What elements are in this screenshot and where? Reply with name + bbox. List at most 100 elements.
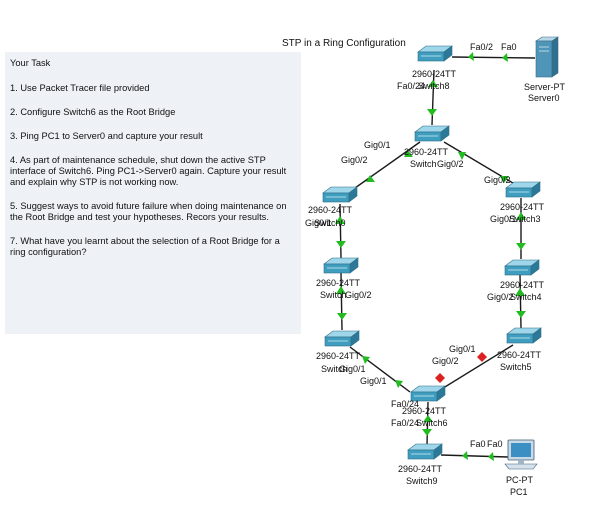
port-blocked-indicator xyxy=(435,373,445,383)
server0-name-label: Server0 xyxy=(528,93,560,103)
port-label: Gig0/2 xyxy=(484,175,511,185)
link-sw8-top[interactable] xyxy=(431,69,435,126)
task-item-5: 5. Suggest ways to avoid future failure … xyxy=(10,201,287,222)
switch3-device[interactable] xyxy=(505,181,541,198)
port-up-indicator xyxy=(515,288,525,296)
switch-icon xyxy=(324,330,360,347)
switch8-name-label: Switch8 xyxy=(418,81,450,91)
switch6-model-label: 2960-24TT xyxy=(402,406,447,416)
port-label: Gig0/1 xyxy=(339,364,366,374)
port-label: Fa0 xyxy=(501,42,517,52)
switch0-device[interactable] xyxy=(322,186,358,203)
port-label: Gig0/2 xyxy=(345,290,372,300)
task-item-3: 3. Ping PC1 to Server0 and capture your … xyxy=(10,131,203,141)
port-up-indicator xyxy=(422,429,432,436)
link-leftlower-leftbottom[interactable] xyxy=(340,272,343,331)
switch-top-name-label: Switch xyxy=(410,159,437,169)
port-label: Gig0/2 xyxy=(432,356,459,366)
switch-icon xyxy=(407,443,443,460)
switch-left-lower-device[interactable] xyxy=(323,257,359,274)
switch0-name-label: Switch0 xyxy=(314,218,346,228)
link-top-leftupper[interactable] xyxy=(354,141,421,189)
port-up-indicator xyxy=(468,52,474,61)
switch-icon xyxy=(506,327,542,344)
link-sw4-sw5[interactable] xyxy=(519,274,522,329)
port-label: Gig0/2 xyxy=(341,155,368,165)
port-up-indicator xyxy=(502,53,508,62)
pc-icon xyxy=(504,439,538,470)
switch-left-bottom-name-label: Switch xyxy=(321,364,348,374)
server0-device[interactable] xyxy=(535,36,559,78)
switch8-device[interactable] xyxy=(417,45,453,62)
switch9-device[interactable] xyxy=(407,443,443,460)
port-label: Fa0/24 xyxy=(391,418,419,428)
switch5-device[interactable] xyxy=(506,327,542,344)
port-label: Gig0/2 xyxy=(487,292,514,302)
diagram-title: STP in a Ring Configuration xyxy=(282,38,406,49)
switch3-name-label: Switch3 xyxy=(509,214,541,224)
port-label: Fa0/2 xyxy=(470,42,493,52)
port-up-indicator xyxy=(516,243,526,250)
server0-model-label: Server-PT xyxy=(524,82,566,92)
port-up-indicator xyxy=(423,415,433,422)
switch-top-device[interactable] xyxy=(414,125,450,142)
switch5-name-label: Switch5 xyxy=(500,362,532,372)
device-labels: 2960-24TT Switch8 Server-PT Server0 2960… xyxy=(308,69,566,497)
switch9-name-label: Switch9 xyxy=(406,476,438,486)
port-label: Fa0 xyxy=(487,439,503,449)
link-leftupper-leftlower[interactable] xyxy=(339,203,342,259)
port-label: Gig0/1 xyxy=(449,344,476,354)
port-up-indicator xyxy=(335,216,345,224)
switch4-name-label: Switch4 xyxy=(510,292,542,302)
switch-icon xyxy=(414,125,450,142)
port-up-indicator xyxy=(362,356,370,364)
switch-left-lower-name-label: Switch xyxy=(320,290,347,300)
pc1-device[interactable] xyxy=(504,439,538,470)
port-label: Gig0/1 xyxy=(305,218,332,228)
port-up-indicator xyxy=(462,451,468,460)
switch0-model-label: 2960-24TT xyxy=(308,205,353,215)
server-icon xyxy=(535,36,559,78)
port-up-indicator xyxy=(500,176,509,183)
port-labels: Fa0/2 Fa0 Fa0/24 Gig0/1 Gig0/2 Gig0/2 Gi… xyxy=(305,42,517,449)
port-up-indicator xyxy=(336,241,346,248)
pc1-model-label: PC-PT xyxy=(506,475,534,485)
port-up-indicator xyxy=(337,313,347,320)
port-up-indicator xyxy=(458,152,466,160)
port-up-indicator xyxy=(366,175,375,182)
port-label: Gig0/1 xyxy=(490,214,517,224)
link-sw6-sw9[interactable] xyxy=(426,401,429,446)
port-up-indicator xyxy=(516,212,526,220)
port-label: Fa0/24 xyxy=(397,81,425,91)
switch-left-bottom-device[interactable] xyxy=(324,330,360,347)
link-sw5-sw6[interactable] xyxy=(439,344,514,391)
task-note-panel[interactable]: Your Task 1. Use Packet Tracer file prov… xyxy=(5,52,301,334)
switch-icon xyxy=(322,186,358,203)
port-up-indicator xyxy=(336,286,346,294)
task-item-4: 4. As part of maintenance schedule, shut… xyxy=(10,155,287,187)
switch3-model-label: 2960-24TT xyxy=(500,202,545,212)
switch4-device[interactable] xyxy=(504,259,540,276)
port-label: Gig0/2 xyxy=(437,159,464,169)
task-item-1: 1. Use Packet Tracer file provided xyxy=(10,83,150,93)
port-label: Gig0/1 xyxy=(360,376,387,386)
port-blocked-indicator xyxy=(477,352,487,362)
switch8-model-label: 2960-24TT xyxy=(412,69,457,79)
switch4-model-label: 2960-24TT xyxy=(500,280,545,290)
link-sw9-pc1[interactable] xyxy=(440,454,509,458)
port-up-indicator xyxy=(428,80,438,87)
link-sw8-server0[interactable] xyxy=(451,56,536,59)
switch9-model-label: 2960-24TT xyxy=(398,464,443,474)
switch-icon xyxy=(323,257,359,274)
link-status-indicators xyxy=(335,52,526,461)
switch6-name-label: Switch6 xyxy=(416,418,448,428)
port-label: Gig0/1 xyxy=(364,140,391,150)
pc1-name-label: PC1 xyxy=(510,487,528,497)
switch-icon xyxy=(505,181,541,198)
switch-icon xyxy=(417,45,453,62)
switch-left-bottom-model-label: 2960-24TT xyxy=(316,351,361,361)
switch-top-model-label: 2960-24TT xyxy=(404,147,449,157)
switch5-model-label: 2960-24TT xyxy=(497,350,542,360)
